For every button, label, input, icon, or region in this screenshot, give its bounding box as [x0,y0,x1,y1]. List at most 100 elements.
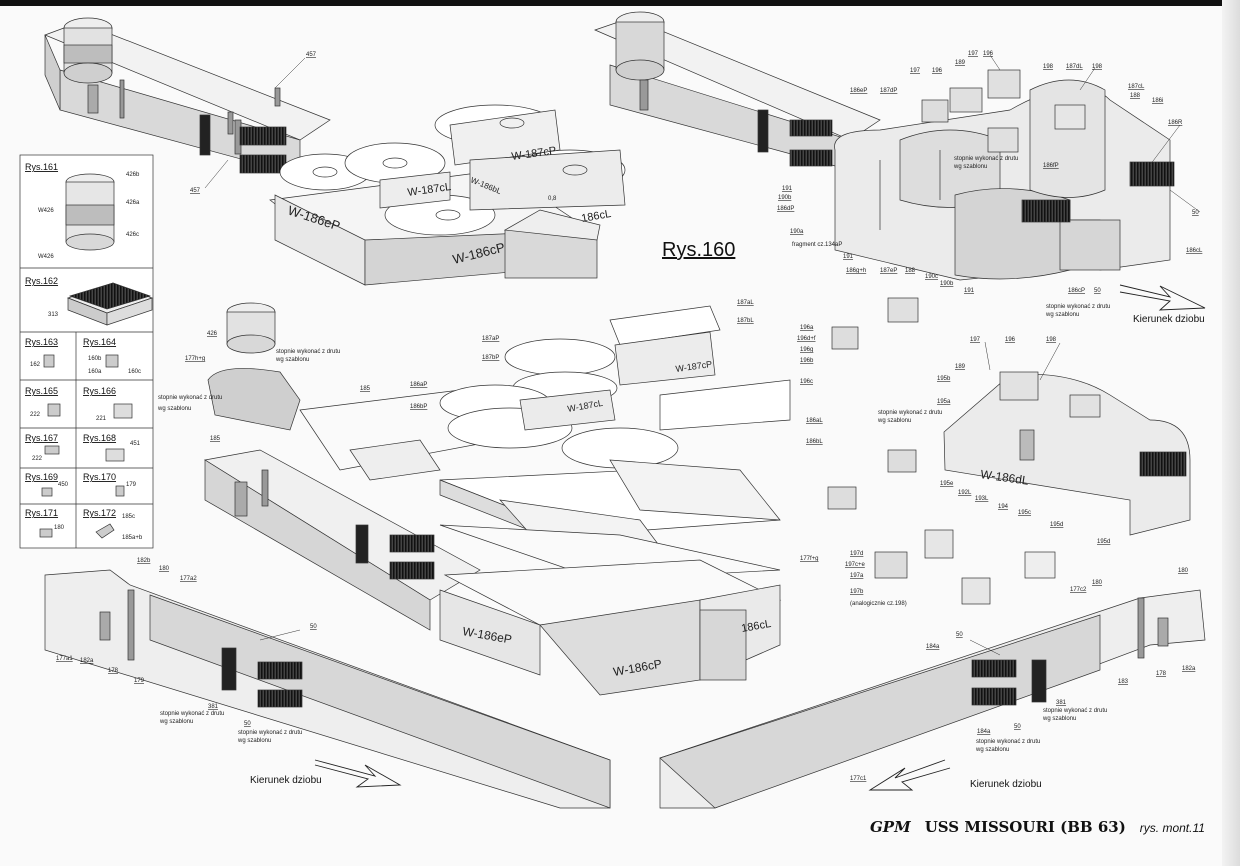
callout: 180 [1092,580,1103,586]
callout: 185 [360,386,371,392]
callout: 196a [800,325,814,331]
part-code-suffix: 0,8 [548,196,557,202]
callout: 187cL [1128,84,1145,90]
ship-title: USS MISSOURI (BB 63) [924,818,1126,836]
callout: 182b [137,558,151,564]
callout: 182a [1182,666,1196,672]
callout: 195b [937,376,951,382]
callout: 198 [1046,337,1057,343]
callout: 186fP [1043,163,1059,169]
direction-labels: Kierunek dziobu Kierunek dziobu Kierunek… [250,314,1205,790]
callout: 186bL [806,439,823,445]
callout: 192L [958,490,972,496]
callout: 184a [977,729,991,735]
rys-165-label: Rys.165 [25,386,58,396]
rys-170-label: Rys.170 [83,472,116,482]
callout: 194 [998,504,1009,510]
callout: 189 [955,364,966,370]
part-label: 426c [126,232,139,238]
note-template: wg szablonu [975,747,1009,753]
callout: 50 [244,721,251,727]
callout: 196 [932,68,943,74]
part-label: 450 [58,482,69,488]
rys-166-label: Rys.166 [83,386,116,396]
callout: 195a [937,399,951,405]
hull-side-assembly-bottom-right [659,589,1206,809]
part-label: 180 [54,525,65,531]
callout: 178 [1156,671,1167,677]
exploded-assembly-center [204,302,791,696]
part-label: 451 [130,441,141,447]
callout: 196 [1005,337,1016,343]
callout: 186bP [410,404,427,410]
rys-171-label: Rys.171 [25,508,58,518]
paper-edge [1222,0,1240,866]
note-template: wg szablonu [953,164,987,170]
superstructure-assembly-top-right [594,11,1175,281]
title-block: GPM USS MISSOURI (BB 63) rys. mont.11 [870,818,1220,840]
rys-162-label: Rys.162 [25,276,58,286]
part-label: 179 [126,482,137,488]
callout: 195c [1018,510,1031,516]
note-template: wg szablonu [157,406,191,412]
rys-169-label: Rys.169 [25,472,58,482]
callout: 177a2 [180,576,197,582]
callout: 381 [208,704,219,710]
callout: 185 [210,436,221,442]
note-template: wg szablonu [275,357,309,363]
direction-label-bottom-right: Kierunek dziobu [970,779,1042,790]
part-label: W426 [38,254,54,260]
note-steps: stopnie wykonać z drutu [276,349,340,355]
callout: 50 [1014,724,1021,730]
callout: 196 [983,51,994,57]
part-label: 426b [126,172,140,178]
callout: 197d [850,551,863,557]
part-label: 160b [88,356,102,362]
assembly-notes: stopnie wykonać z drutu wg szablonu stop… [157,156,1110,753]
callout: 186aL [806,418,823,424]
part-code: 186cL [580,208,612,225]
callout: 191 [843,254,854,260]
callout: 197a [850,573,864,579]
note-steps: stopnie wykonać z drutu [1043,708,1107,714]
callout: 178 [108,668,119,674]
main-figure-label: Rys.160 [662,239,735,261]
callout: 50 [310,624,317,630]
callout: 190b [940,281,954,287]
callout: 177c1 [850,776,867,782]
callout: 457 [190,188,201,194]
rys-163-label: Rys.163 [25,337,58,347]
callout: 187dL [1066,64,1083,70]
callout: 191 [782,186,793,192]
callout: 190a [790,229,804,235]
callout: 187dP [880,88,897,94]
callout: 190c [925,274,938,280]
callout: 187bP [482,355,499,361]
part-code: W-186dL [980,467,1030,488]
callout: 50 [1192,210,1199,216]
hull-side-assembly-bottom-left [44,569,611,809]
callout: 196d+f [797,336,816,342]
callout: 188 [905,268,916,274]
callout: 182a [80,658,94,664]
note-steps: stopnie wykonać z drutu [158,395,222,401]
callout: 186i [1152,98,1163,104]
callout: 177h+g [185,356,205,362]
callout: 186g+h [846,268,866,274]
part-label: 222 [32,456,43,462]
callout: 177f+g [800,556,819,562]
callout: 193L [975,496,989,502]
note-steps: stopnie wykonać z drutu [954,156,1018,162]
callout: 196c [800,379,813,385]
callout: 196g [800,347,813,353]
callout: 197b [850,589,864,595]
sheet-reference: rys. mont.11 [1139,821,1205,835]
callout: 186eP [850,88,867,94]
callout: 197 [910,68,921,74]
callout: 186aP [410,382,427,388]
note-template: wg szablonu [159,719,193,725]
callout: 198 [1092,64,1103,70]
note-analog: (analogicznie cz.198) [850,601,907,607]
part-label: 160a [88,369,102,375]
